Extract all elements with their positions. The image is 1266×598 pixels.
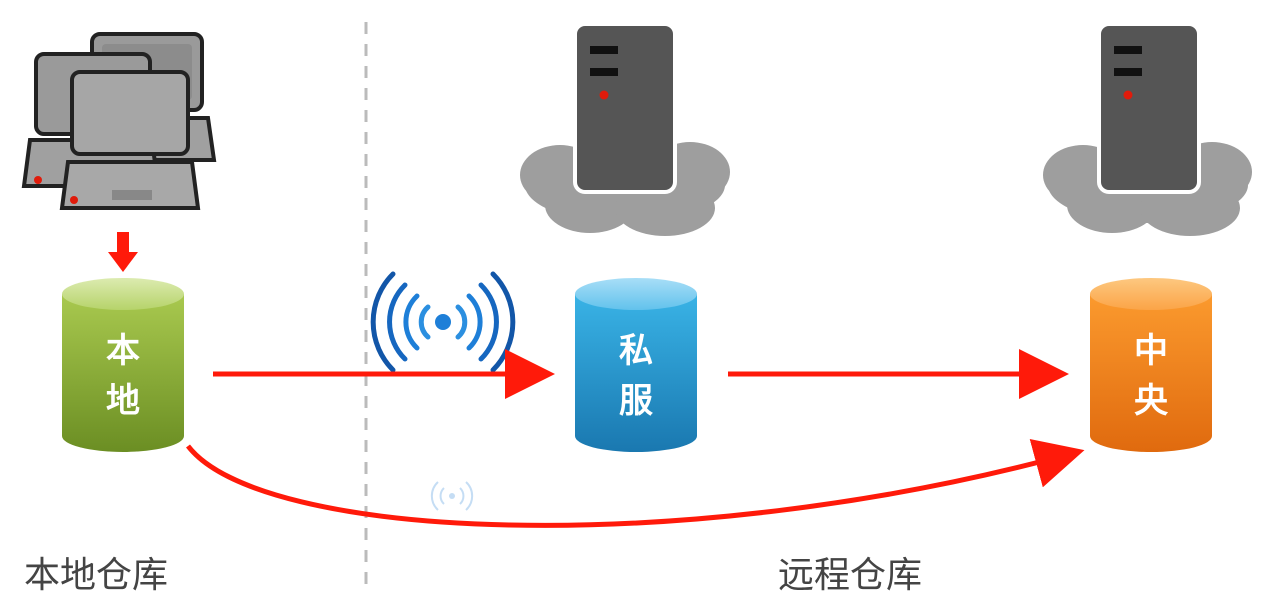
server-icon <box>573 22 677 194</box>
down-arrow <box>108 232 138 272</box>
central-repo-label-1: 中 <box>1134 331 1168 371</box>
central-repo-cylinder: 中 央 <box>1090 278 1212 452</box>
private-repo-label-1: 私 <box>619 331 653 371</box>
private-repo-cylinder: 私 服 <box>575 278 697 452</box>
local-repo-caption: 本地仓库 <box>24 555 169 596</box>
private-repo-label-2: 服 <box>619 381 653 421</box>
local-repo-label-2: 地 <box>106 381 140 421</box>
server-icon <box>1097 22 1201 194</box>
computers-icon <box>21 32 217 210</box>
remote-repo-caption: 远程仓库 <box>778 555 923 596</box>
local-repo-cylinder: 本 地 <box>62 278 184 452</box>
local-repo-label-1: 本 <box>106 331 140 371</box>
central-repo-label-2: 央 <box>1134 381 1169 421</box>
wifi-icon <box>370 271 516 373</box>
arrow-local-to-central <box>186 439 1085 528</box>
wifi-icon <box>430 481 474 511</box>
